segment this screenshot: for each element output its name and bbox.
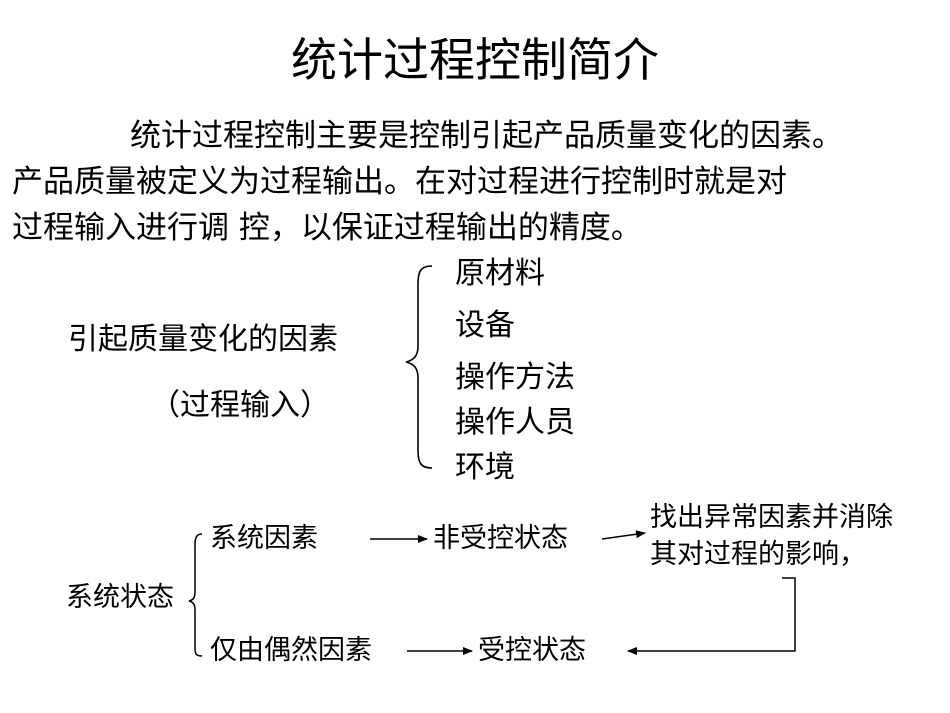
factors-brace [405,265,433,469]
action-line-1: 找出异常因素并消除 [650,502,893,533]
arrow-uncontrolled-to-action [601,530,646,540]
arrow-action-to-controlled [627,577,796,655]
factors-sublabel: （过程输入） [150,388,330,423]
system-cause-label: 系统因素 [210,523,318,554]
factor-item: 操作方法 [455,360,575,395]
uncontrolled-state-label: 非受控状态 [433,523,568,554]
intro-line-2: 产品质量被定义为过程输出。在对过程进行控制时就是对 [12,164,787,200]
system-state-label: 系统状态 [66,582,174,613]
page-title: 统计过程控制简介 [291,33,659,87]
factors-label: 引起质量变化的因素 [68,322,338,357]
intro-line-1: 统计过程控制主要是控制引起产品质量变化的因素。 [130,118,843,154]
random-cause-label: 仅由偶然因素 [210,635,372,666]
factor-item: 环境 [455,450,515,485]
factor-item: 设备 [455,308,515,343]
factor-item: 原材料 [455,256,545,291]
system-brace [188,533,203,657]
controlled-state-label: 受控状态 [478,635,586,666]
action-line-2: 其对过程的影响， [650,539,866,570]
factor-item: 操作人员 [455,405,575,440]
intro-line-3: 过程输入进行调 控，以保证过程输出的精度。 [12,210,642,246]
